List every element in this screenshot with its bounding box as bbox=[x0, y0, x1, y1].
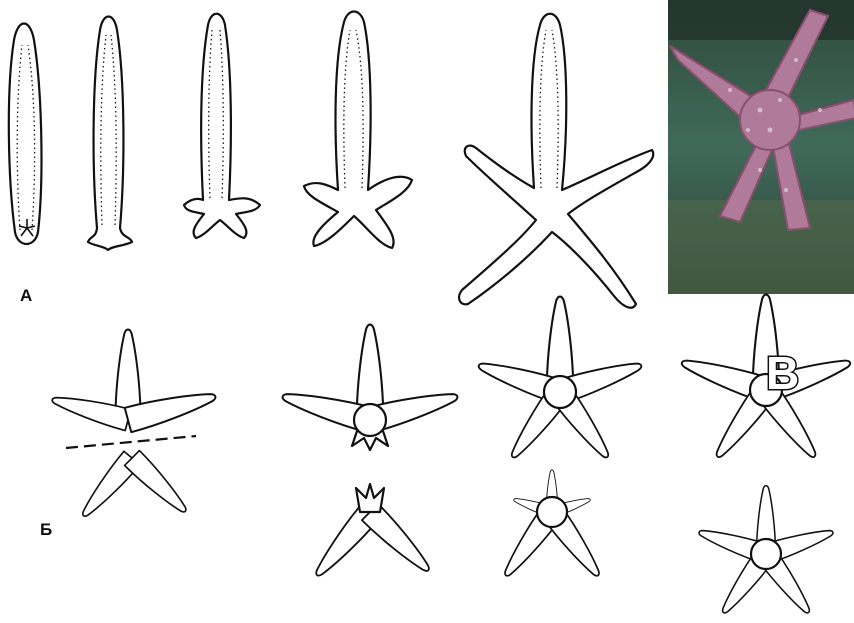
stage-b2 bbox=[279, 325, 460, 583]
stage-a5 bbox=[459, 14, 653, 308]
stage-a3 bbox=[184, 14, 260, 238]
label-a: А bbox=[20, 286, 32, 306]
stage-a4 bbox=[304, 12, 412, 249]
label-v: В bbox=[766, 346, 799, 400]
stage-b3 bbox=[475, 297, 645, 582]
stage-b1 bbox=[49, 330, 218, 523]
stage-a2 bbox=[88, 17, 132, 251]
starfish-photo bbox=[668, 0, 854, 294]
stage-b4 bbox=[678, 295, 854, 619]
stage-a1 bbox=[9, 24, 42, 245]
label-b: Б bbox=[40, 520, 52, 540]
